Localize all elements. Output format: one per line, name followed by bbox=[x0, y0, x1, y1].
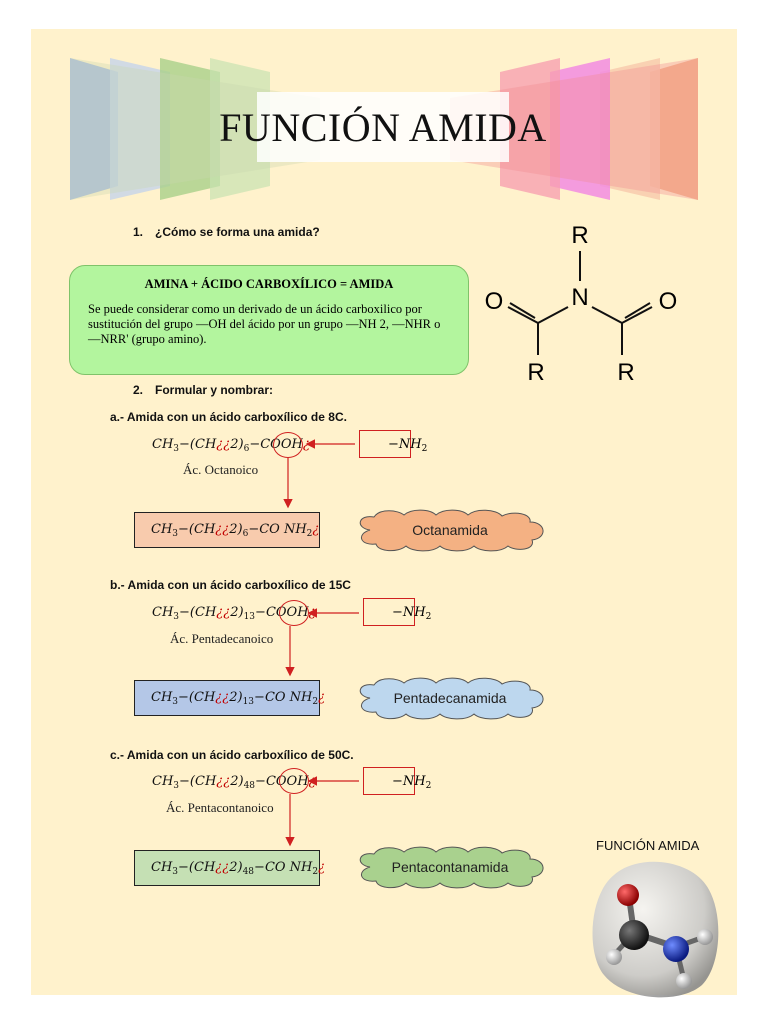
example-a-nh2-box bbox=[359, 430, 411, 458]
question-1-text: ¿Cómo se forma una amida? bbox=[155, 225, 320, 239]
example-a-acid-name: Ác. Octanoico bbox=[183, 462, 259, 477]
example-b-nh2-box bbox=[363, 598, 415, 626]
example-b-oh-circle bbox=[279, 600, 309, 626]
example-a-amide-formula-box: CH3−(CH¿¿2)6−CO NH2¿ bbox=[134, 512, 320, 548]
example-b-amide-cloud: Pentadecanamida bbox=[350, 676, 550, 720]
question-2: 2. Formular y nombrar: bbox=[133, 383, 273, 397]
cloud-shape-icon bbox=[359, 509, 544, 552]
definition-box: AMINA + ÁCIDO CARBOXÍLICO = AMIDA Se pue… bbox=[69, 265, 469, 375]
definition-heading: AMINA + ÁCIDO CARBOXÍLICO = AMIDA bbox=[144, 277, 394, 291]
example-c-amide-formula: CH3−(CH¿¿2)48−CO NH2¿ bbox=[151, 859, 326, 877]
example-a-amide-formula: CH3−(CH¿¿2)6−CO NH2¿ bbox=[151, 521, 320, 539]
example-c-amide-name: Pentacontanamida bbox=[391, 859, 509, 875]
example-b-label: b.- Amida con un ácido carboxílico de 15… bbox=[110, 578, 351, 592]
example-a-amide-name: Octanamida bbox=[412, 522, 488, 538]
structure-n: N bbox=[571, 284, 588, 311]
structure-o-left: O bbox=[485, 288, 504, 315]
example-c-amide-formula-box: CH3−(CH¿¿2)48−CO NH2¿ bbox=[134, 850, 325, 886]
structure-o-right: O bbox=[659, 288, 678, 315]
structure-r-right: R bbox=[617, 359, 634, 386]
example-c-acid-name: Ác. Pentacontanoico bbox=[166, 800, 274, 815]
question-1: 1. ¿Cómo se forma una amida? bbox=[133, 225, 320, 239]
cloud-shape-icon bbox=[359, 846, 544, 889]
amide-molecule-3d-icon bbox=[592, 861, 719, 998]
cloud-shape-icon bbox=[359, 677, 544, 720]
example-b-amide-formula: CH3−(CH¿¿2)13−CO NH2¿ bbox=[151, 689, 326, 707]
title-banner bbox=[70, 58, 698, 200]
example-b-amide-name: Pentadecanamida bbox=[393, 690, 507, 706]
question-2-number: 2. bbox=[133, 383, 144, 397]
example-a-oh-circle bbox=[273, 432, 303, 458]
example-b-nh2: −NH2 bbox=[392, 605, 432, 622]
example-b-acid-name: Ác. Pentadecanoico bbox=[170, 631, 274, 646]
amide-structure-diagram: R N O O R R bbox=[485, 222, 678, 386]
definition-text: Se puede considerar como un derivado de … bbox=[88, 302, 441, 346]
example-c-oh-circle bbox=[279, 768, 309, 794]
example-c-label: c.- Amida con un ácido carboxílico de 50… bbox=[110, 748, 354, 762]
question-1-number: 1. bbox=[133, 225, 144, 239]
structure-top-r: R bbox=[571, 222, 588, 249]
example-b-amide-formula-box: CH3−(CH¿¿2)13−CO NH2¿ bbox=[134, 680, 325, 716]
example-a-amide-cloud: Octanamida bbox=[350, 508, 550, 552]
example-a-label: a.- Amida con un ácido carboxílico de 8C… bbox=[110, 410, 347, 424]
structure-r-left: R bbox=[527, 359, 544, 386]
question-2-text: Formular y nombrar: bbox=[155, 383, 274, 397]
molecule-caption: FUNCIÓN AMIDA bbox=[596, 838, 700, 853]
example-c-amide-cloud: Pentacontanamida bbox=[350, 845, 550, 889]
example-a-nh2: −NH2 bbox=[388, 437, 428, 454]
page-title: FUNCIÓN AMIDA bbox=[219, 92, 546, 162]
example-c-nh2: −NH2 bbox=[392, 774, 432, 791]
example-c-nh2-box bbox=[363, 767, 415, 795]
